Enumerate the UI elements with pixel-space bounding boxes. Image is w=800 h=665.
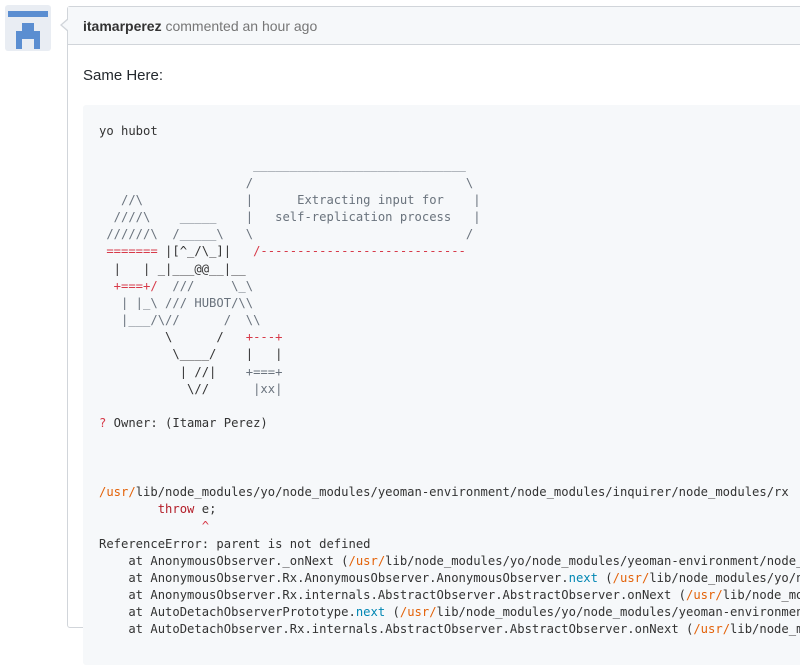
code-token: lib/node_modules/yo/node_modules (649, 570, 800, 585)
avatar-pixel (16, 39, 22, 49)
code-line: at AutoDetachObserver.Rx.internals.Abstr… (99, 621, 800, 638)
code-token: ( (597, 570, 613, 585)
avatar-pixel (16, 31, 40, 39)
code-line: at AutoDetachObserverPrototype.next (/us… (99, 604, 800, 621)
code-token: +===+ (216, 364, 283, 379)
code-token: lib/node_modules/yo/node_modules/yeoman-… (436, 605, 800, 620)
code-token: /usr/ (686, 588, 723, 603)
code-token: lib/node_modules (722, 588, 800, 603)
comment-timestamp[interactable]: commented an hour ago (165, 18, 318, 34)
code-token: ////\ (99, 209, 151, 224)
code-token: //\ (99, 192, 144, 207)
code-line (99, 140, 797, 157)
code-line: at AnonymousObserver._onNext (/usr/lib/n… (99, 553, 800, 570)
code-line: throw e; (99, 501, 797, 518)
code-token: next (568, 570, 598, 585)
code-token: /---------------------------- (231, 244, 466, 259)
code-token: Owner: (106, 416, 166, 431)
author-link[interactable]: itamarperez (83, 18, 162, 34)
code-line: \ / +---+ (99, 329, 797, 346)
comment: itamarperez commented an hour ago Same H… (60, 6, 800, 665)
code-token: at AutoDetachObserver.Rx.internals.Abstr… (99, 622, 694, 637)
code-line: //////\ /_____\ \ / (99, 227, 474, 242)
code-token: +---+ (223, 330, 283, 345)
code-token: |[^_/\_]| (157, 244, 232, 259)
avatar-pixel (22, 23, 34, 31)
code-token: /usr/ (99, 484, 136, 499)
code-line: |___/\// / \\ (99, 313, 261, 328)
code-line (99, 450, 797, 467)
code-token: \ / (99, 330, 224, 345)
code-token: \// (99, 381, 210, 396)
code-token: ReferenceError (99, 536, 202, 551)
code-line: / \ (99, 175, 474, 190)
code-token: /usr/ (612, 570, 650, 585)
code-token: ? (99, 416, 107, 431)
code-line: \____/ | | (99, 347, 283, 362)
code-line: yo hubot (99, 124, 158, 138)
avatar-pixel (34, 39, 40, 49)
code-line (99, 398, 797, 415)
code-token: /usr/ (693, 622, 731, 637)
code-token: next (355, 605, 386, 620)
code-token: | (143, 192, 254, 207)
code-token: ( (385, 605, 400, 620)
code-line: _____________________________ (99, 158, 466, 173)
comment-text: Same Here: (83, 67, 164, 84)
code-line: | |_\ /// HUBOT/\\ (99, 295, 254, 310)
code-token: /usr/ (348, 553, 386, 568)
code-line: +===+/ /// \_\ (99, 278, 797, 295)
code-line: ^ (99, 519, 210, 534)
code-token: _____ | (150, 209, 254, 224)
code-line: ReferenceError: parent is not defined (99, 536, 797, 553)
code-line: ////\ _____ | self-replication process | (99, 209, 797, 226)
code-line: ? Owner: (Itamar Perez) (99, 415, 797, 432)
code-line: at AnonymousObserver.Rx.AnonymousObserve… (99, 570, 800, 587)
code-line: | //| +===+ (99, 364, 797, 381)
code-block: yo hubot _____________________________ /… (83, 105, 800, 665)
code-line (99, 432, 797, 449)
code-token: : parent is not defined (201, 536, 371, 551)
code-token: at AnonymousObserver._onNext ( (99, 553, 349, 568)
code-token: (Itamar Perez) (165, 416, 268, 431)
code-line: /usr/lib/node_modules/yo/node_modules/ye… (99, 484, 797, 501)
code-token: at AutoDetachObserverPrototype. (99, 605, 356, 620)
code-token: lib/node_modules/yo/node_modules/yeoman-… (385, 553, 800, 568)
code-token: /// \_\ (157, 278, 254, 293)
avatar-pixel (8, 11, 48, 17)
code-token: at AnonymousObserver.Rx.AnonymousObserve… (99, 570, 569, 585)
code-token: Extracting input for | (253, 192, 481, 207)
code-line: \// |xx| (99, 381, 797, 398)
code-token: lib/node_modules/yo/node_modules/yeoman-… (135, 484, 789, 499)
code-line: | | _|___@@__|__ (99, 261, 246, 276)
code-line (99, 467, 797, 484)
code-token: ======= (99, 244, 158, 259)
code-line: //\ | Extracting input for | (99, 192, 797, 209)
code-token: lib/node_modules (730, 622, 800, 637)
code-token: throw (99, 502, 195, 517)
code-token: at AnonymousObserver.Rx.internals.Abstra… (99, 588, 686, 603)
code-token: | //| (99, 364, 217, 379)
comment-header: itamarperez commented an hour ago (68, 7, 800, 45)
code-token: /usr/ (399, 605, 437, 620)
code-line: at AnonymousObserver.Rx.internals.Abstra… (99, 587, 800, 604)
code-token: +===+/ (99, 278, 158, 293)
code-token: e; (194, 502, 217, 517)
code-line: ======= |[^_/\_]| /---------------------… (99, 243, 797, 260)
code-token: self-replication process | (253, 209, 481, 224)
comment-body: Same Here: yo hubot ____________________… (68, 45, 800, 665)
avatar[interactable] (5, 5, 51, 51)
code-token: |xx| (209, 381, 283, 396)
